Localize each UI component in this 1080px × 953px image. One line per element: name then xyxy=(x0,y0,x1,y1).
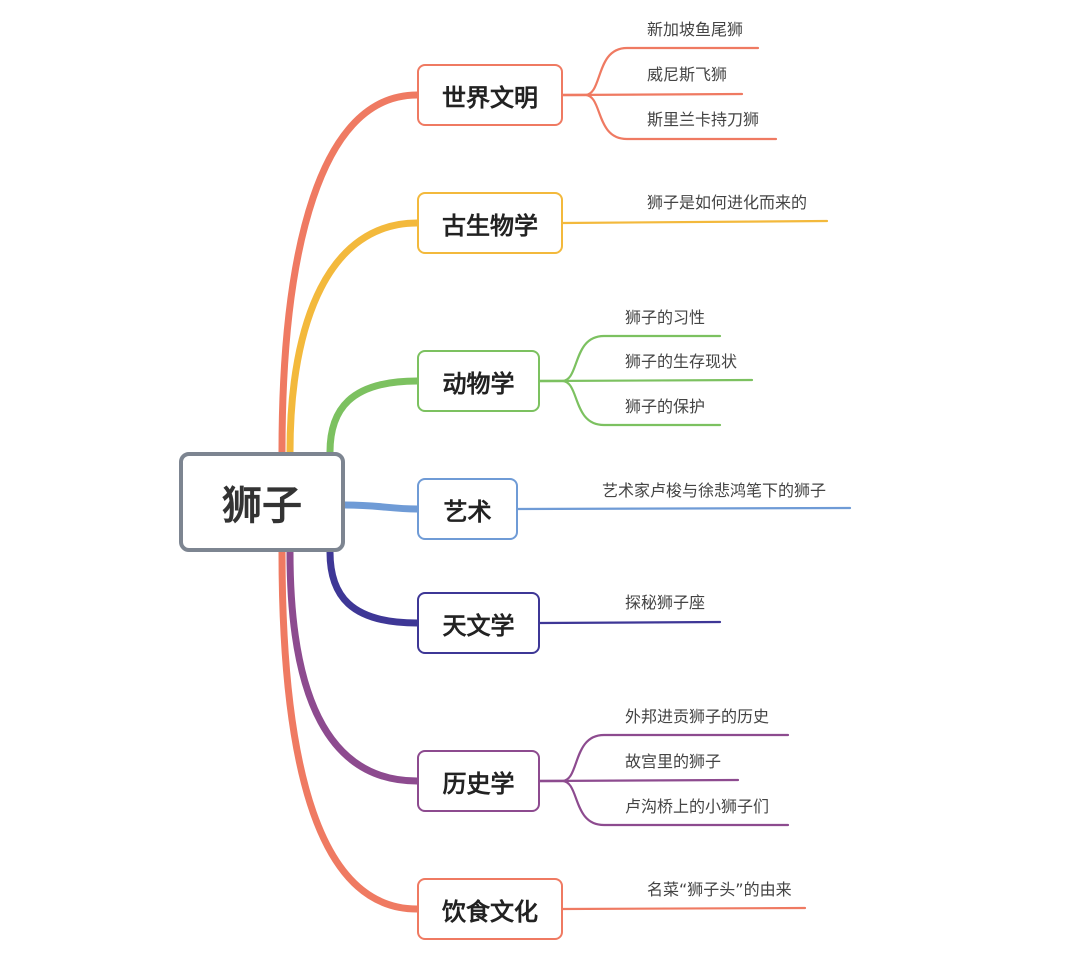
leaf-lion-survival-status[interactable]: 狮子的生存现状 xyxy=(625,352,738,371)
leaf-connector xyxy=(538,779,790,827)
leaf-lion-evolution[interactable]: 狮子是如何进化而来的 xyxy=(647,193,808,212)
leaf-connector xyxy=(561,906,807,911)
branch-connector xyxy=(278,548,421,913)
leaf-connector xyxy=(516,506,852,511)
leaf-connector xyxy=(561,93,778,141)
branch-food-culture[interactable]: 饮食文化 xyxy=(417,878,563,940)
leaf-connector xyxy=(538,378,754,383)
leaf-artists-lions[interactable]: 艺术家卢梭与徐悲鸿笔下的狮子 xyxy=(602,481,827,500)
branch-history[interactable]: 历史学 xyxy=(417,750,540,812)
branch-connector xyxy=(278,91,421,456)
leaf-connector xyxy=(538,778,740,783)
leaf-connector xyxy=(561,92,744,97)
leaf-connector xyxy=(538,620,722,625)
branch-art[interactable]: 艺术 xyxy=(417,478,518,540)
leaf-venice-winged-lion[interactable]: 威尼斯飞狮 xyxy=(647,65,728,84)
leaf-lion-habits[interactable]: 狮子的习性 xyxy=(625,308,706,327)
branch-connector xyxy=(326,377,421,456)
leaf-lugou-bridge-lions[interactable]: 卢沟桥上的小狮子们 xyxy=(625,797,770,816)
leaf-connector xyxy=(538,379,722,427)
leaf-forbidden-city-lions[interactable]: 故宫里的狮子 xyxy=(625,752,722,771)
branch-connector xyxy=(286,219,421,456)
central-topic[interactable]: 狮子 xyxy=(179,452,345,552)
branch-astronomy[interactable]: 天文学 xyxy=(417,592,540,654)
leaf-connector xyxy=(561,219,829,225)
leaf-lion-head-dish[interactable]: 名菜“狮子头”的由来 xyxy=(647,880,792,899)
leaf-tribute-lions-history[interactable]: 外邦进贡狮子的历史 xyxy=(625,707,770,726)
leaf-singapore-merlion[interactable]: 新加坡鱼尾狮 xyxy=(647,20,744,39)
branch-paleontology[interactable]: 古生物学 xyxy=(417,192,563,254)
branch-connector xyxy=(341,501,421,513)
branch-connector xyxy=(326,548,421,627)
leaf-sri-lanka-sword-lion[interactable]: 斯里兰卡持刀狮 xyxy=(647,110,760,129)
leaf-leo-constellation[interactable]: 探秘狮子座 xyxy=(625,593,706,612)
leaf-lion-protection[interactable]: 狮子的保护 xyxy=(625,397,706,416)
branch-world-civilization[interactable]: 世界文明 xyxy=(417,64,563,126)
branch-zoology[interactable]: 动物学 xyxy=(417,350,540,412)
branch-connector xyxy=(286,548,421,785)
